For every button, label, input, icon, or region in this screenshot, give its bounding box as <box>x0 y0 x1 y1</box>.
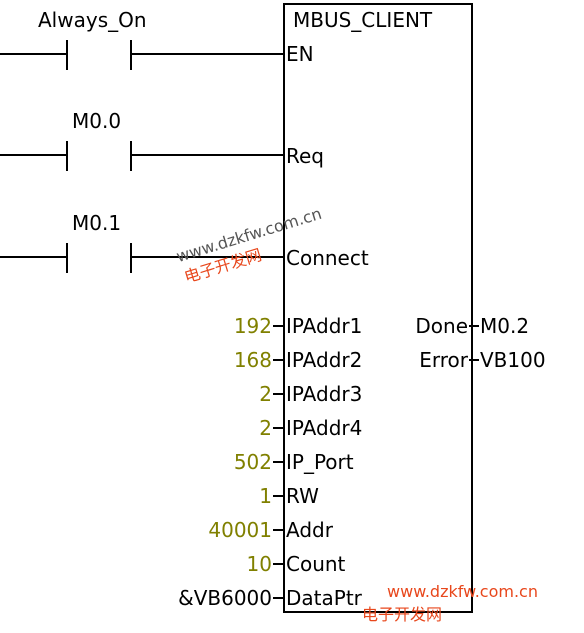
output-value-done: M0.2 <box>480 314 529 338</box>
param-value-ip-port: 502 <box>234 450 272 474</box>
pin-rw: RW <box>286 484 319 508</box>
param-row: 192 IPAddr1 <box>234 314 363 338</box>
pin-en: EN <box>286 42 314 66</box>
watermark-corner-url: www.dzkfw.com.cn <box>387 582 538 601</box>
contact-m0-1-label: M0.1 <box>72 211 121 235</box>
pin-error: Error <box>419 348 469 372</box>
pin-connect: Connect <box>286 246 369 270</box>
watermark-corner-cn: 电子开发网 <box>362 605 442 624</box>
param-row: 502 IP_Port <box>234 450 354 474</box>
rung-req: M0.0 Req <box>0 109 324 171</box>
pin-ip-port: IP_Port <box>286 450 354 474</box>
pin-req: Req <box>286 144 324 168</box>
pin-ipaddr4: IPAddr4 <box>286 416 362 440</box>
output-value-error: VB100 <box>480 348 546 372</box>
param-value-ipaddr1: 192 <box>234 314 272 338</box>
output-row: Done M0.2 <box>415 314 529 338</box>
block-title: MBUS_CLIENT <box>293 8 433 32</box>
param-row: 2 IPAddr4 <box>259 416 362 440</box>
rung-en: Always_On EN <box>0 8 314 70</box>
param-row: 1 RW <box>259 484 319 508</box>
param-value-ipaddr3: 2 <box>259 382 272 406</box>
rung-connect: M0.1 Connect <box>0 211 369 273</box>
param-row: 168 IPAddr2 <box>234 348 363 372</box>
mbus-client-block[interactable] <box>283 3 473 613</box>
pin-addr: Addr <box>286 518 334 542</box>
param-value-addr: 40001 <box>208 518 272 542</box>
param-row: 10 Count <box>247 552 346 576</box>
param-row: 40001 Addr <box>208 518 333 542</box>
pin-dataptr: DataPtr <box>286 586 363 610</box>
param-value-dataptr: &VB6000 <box>178 586 272 610</box>
param-value-ipaddr4: 2 <box>259 416 272 440</box>
param-row: 2 IPAddr3 <box>259 382 362 406</box>
param-value-rw: 1 <box>259 484 272 508</box>
pin-ipaddr3: IPAddr3 <box>286 382 362 406</box>
pin-ipaddr2: IPAddr2 <box>286 348 362 372</box>
param-row: &VB6000 DataPtr <box>178 586 363 610</box>
contact-m0-0-label: M0.0 <box>72 109 121 133</box>
pin-done: Done <box>415 314 468 338</box>
output-row: Error VB100 <box>419 348 545 372</box>
param-value-ipaddr2: 168 <box>234 348 272 372</box>
pin-count: Count <box>286 552 346 576</box>
contact-always-on-label: Always_On <box>38 8 147 32</box>
pin-ipaddr1: IPAddr1 <box>286 314 362 338</box>
param-value-count: 10 <box>247 552 272 576</box>
